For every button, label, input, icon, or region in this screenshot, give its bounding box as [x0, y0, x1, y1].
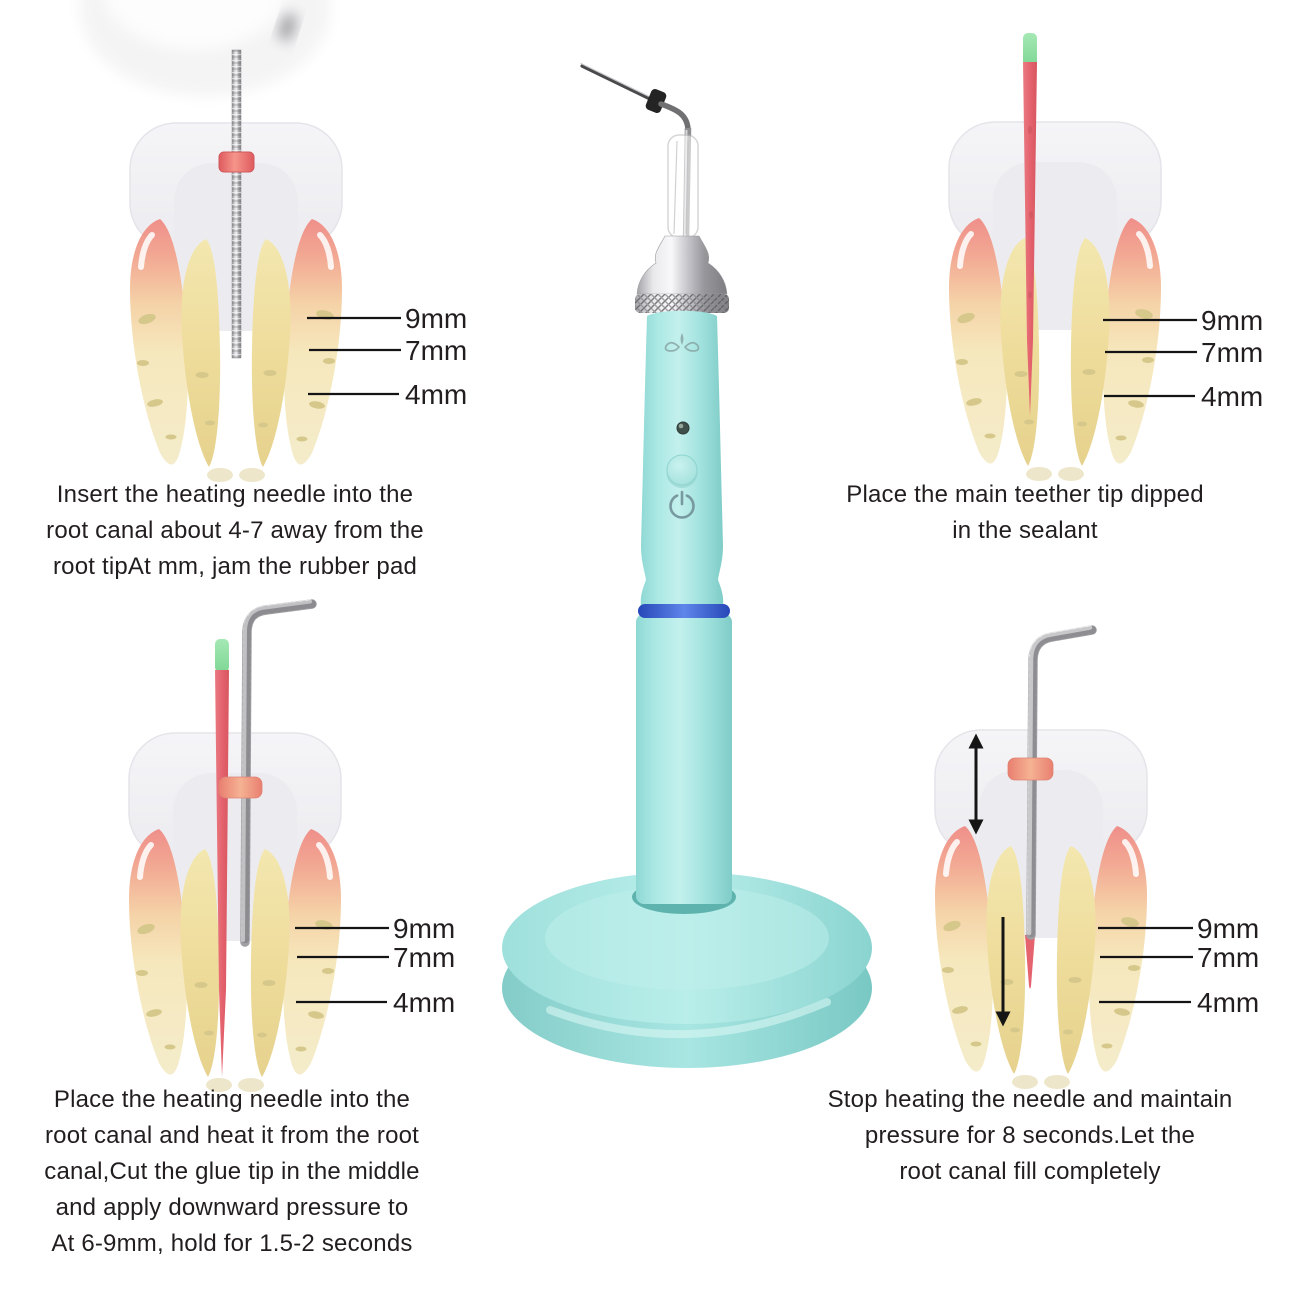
step-text-stop-heating: Stop heating the needle and maintain pre…: [827, 1086, 1233, 1185]
point-green-tip: [215, 639, 229, 672]
led-indicator: [676, 421, 690, 435]
gutta-percha-apex-fill: [1025, 935, 1035, 989]
rubber-stop: [218, 151, 255, 173]
depth-label-4mm: 4mm: [1201, 381, 1263, 412]
depth-label-4mm: 4mm: [393, 987, 455, 1018]
tooth-diagram: [935, 730, 1147, 1089]
pen-handle: [636, 310, 732, 904]
gutta-percha-point: [1023, 33, 1037, 416]
step-text-place-tip: Place the main teether tip dipped in the…: [846, 481, 1204, 544]
blue-accent-ring: [638, 604, 730, 618]
knurled-ring: [635, 294, 729, 313]
heating-needle: [231, 49, 242, 359]
depth-label-7mm: 7mm: [405, 335, 467, 366]
brand-logo-icon: [664, 333, 700, 352]
step-panel-bottom-right: 9mm 7mm 4mm Stop heating the needle and …: [800, 590, 1300, 1300]
depth-label-7mm: 7mm: [393, 942, 455, 973]
step-panel-bottom-left: 9mm 7mm 4mm Place the heating needle int…: [0, 590, 500, 1300]
heating-needle-bent: [240, 599, 317, 947]
depth-leader-lines: [1098, 926, 1193, 1004]
depth-label-9mm: 9mm: [1201, 305, 1263, 336]
charging-base: [502, 872, 872, 1068]
point-green-tip: [1023, 33, 1037, 66]
power-icon: [669, 490, 695, 519]
depth-leader-lines: [295, 926, 389, 1004]
tip-rubber-stop: [645, 89, 667, 113]
power-button[interactable]: [666, 454, 698, 488]
step-panel-top-left: 9mm 7mm 4mm Insert the heating needle in…: [0, 0, 500, 590]
tip-protective-sleeve: [667, 134, 699, 239]
heating-needle-bent: [1026, 625, 1097, 940]
depth-label-4mm: 4mm: [1197, 987, 1259, 1018]
depth-label-7mm: 7mm: [1201, 337, 1263, 368]
handpiece-blur-blob: [80, 0, 330, 96]
step-text-insert-needle: Insert the heating needle into the root …: [46, 481, 424, 580]
depth-label-7mm: 7mm: [1197, 942, 1259, 973]
metal-tip-holder: [635, 235, 729, 313]
depth-label-9mm: 9mm: [405, 303, 467, 334]
step-panel-top-right: 9mm 7mm 4mm Place the main teether tip d…: [800, 0, 1300, 590]
rubber-stop: [1007, 757, 1054, 781]
depth-label-4mm: 4mm: [405, 379, 467, 410]
depth-leader-lines: [307, 316, 401, 396]
depth-leader-lines: [1103, 318, 1197, 398]
obturation-pen: [455, 0, 885, 1100]
depth-label-9mm: 9mm: [1197, 913, 1259, 944]
tooth-diagram: [949, 122, 1161, 481]
depth-label-9mm: 9mm: [393, 913, 455, 944]
step-text-heat-and-press: Place the heating needle into the root c…: [44, 1086, 420, 1257]
gutta-percha-point: [215, 639, 229, 1077]
rubber-stop: [218, 776, 263, 799]
